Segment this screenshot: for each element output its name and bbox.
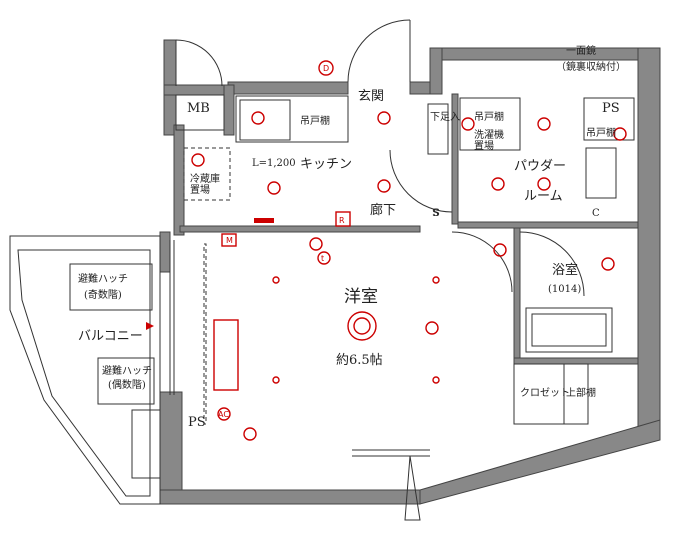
kitchen-label: キッチン — [300, 157, 352, 172]
shita-ashiire-label: 下足入 — [430, 111, 460, 123]
hinan1-sub-label: (奇数階) — [84, 288, 122, 301]
yokushitsu-size-label: (1014) — [548, 284, 581, 295]
s-left-letter: S — [432, 208, 439, 219]
r-letter: R — [339, 216, 345, 225]
roka-label: 廊下 — [370, 202, 396, 218]
kagami-sub-label: （鏡裏収納付） — [556, 60, 626, 73]
powder2-label: ルーム — [524, 189, 563, 204]
electrical-symbols — [146, 60, 627, 441]
hinan2-label: 避難ハッチ — [102, 364, 152, 377]
ceiling-light-icon — [347, 311, 377, 341]
symbol-letters: D S S C M R AC t — [218, 64, 600, 419]
sentakuki-label: 洗濯機置場 — [474, 128, 504, 152]
genkan-label: 玄関 — [358, 89, 384, 104]
ac-letter: AC — [218, 410, 229, 419]
uebudana-label: 上部棚 — [566, 386, 596, 399]
m-letter: M — [226, 236, 233, 245]
powder-label: パウダー — [514, 159, 566, 174]
d-symbol-letter: D — [323, 64, 329, 73]
length-label: L=1,200 — [252, 158, 296, 169]
mb-label: MB — [187, 101, 210, 116]
c-letter: C — [592, 208, 600, 219]
tsurito-right-label: 吊戸棚 — [586, 126, 616, 139]
hinan1-label: 避難ハッチ — [78, 272, 128, 285]
yokushitsu-label: 浴室 — [552, 262, 578, 278]
t-letter: t — [321, 254, 324, 263]
youshitsu-label: 洋室 — [344, 287, 378, 307]
room-labels: MB 玄関 下足入 PS 一面鏡 （鏡裏収納付） 吊戸棚 L=1,200 キッチ… — [78, 44, 626, 430]
reizouko-label: 冷蔵庫置場 — [190, 172, 220, 196]
closet-label: クロゼット — [520, 387, 570, 399]
balcony-label: バルコニー — [78, 329, 143, 344]
tsurito-kitchen-label: 吊戸棚 — [300, 114, 330, 127]
room-outlines — [9, 94, 635, 505]
hinan2-sub-label: (偶数階) — [108, 378, 146, 391]
ps-bottom-label: PS — [188, 415, 206, 430]
s-right-letter: S — [433, 208, 440, 219]
d-symbol-circle — [318, 60, 334, 76]
walls — [159, 39, 661, 505]
kagami-label: 一面鏡 — [566, 44, 596, 57]
youshitsu-area-label: 約6.5帖 — [336, 353, 383, 368]
ps-top-label: PS — [602, 101, 620, 116]
tsurito-powder-label: 吊戸棚 — [474, 110, 504, 123]
